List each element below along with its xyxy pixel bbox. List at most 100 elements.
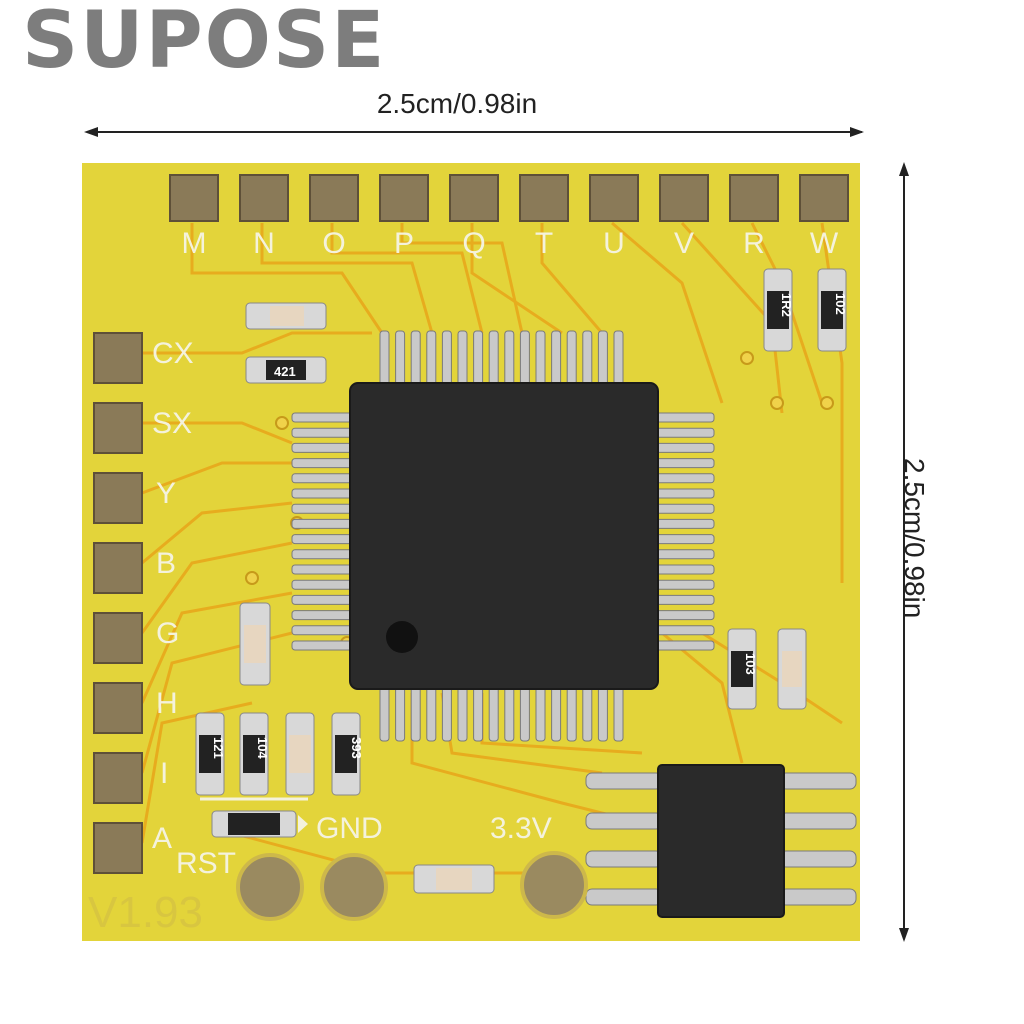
chip-pin-bottom xyxy=(519,686,530,742)
pad-label-w: W xyxy=(810,227,839,260)
chip-pin-left xyxy=(291,518,353,529)
chip-pin-left xyxy=(291,610,353,621)
pad-label-cx: CX xyxy=(152,337,194,370)
chip-pin-right xyxy=(655,518,715,529)
resistor-code-102: 102 xyxy=(833,293,848,315)
chip-pin-bottom xyxy=(582,686,593,742)
chip-pin-right xyxy=(655,503,715,514)
resistor-code-1r2: 1R2 xyxy=(779,293,794,317)
left-pad-column xyxy=(93,332,143,874)
chip-pin-bottom xyxy=(441,686,452,742)
pad-label-i: I xyxy=(160,757,168,790)
chip-pin-right xyxy=(655,579,715,590)
chip-pin-top xyxy=(457,330,468,386)
chip-pin-bottom xyxy=(395,686,406,742)
pad-label-h: H xyxy=(156,687,178,720)
chip-pin-top xyxy=(473,330,484,386)
chip-pin-bottom xyxy=(535,686,546,742)
chip-pin-right xyxy=(655,564,715,575)
chip-pin-bottom xyxy=(597,686,608,742)
flash-memory-chip xyxy=(657,764,785,918)
chip-pin-top xyxy=(597,330,608,386)
chip-pin-top xyxy=(613,330,624,386)
smd-components: 421 1R2 102 103 121 104 393 xyxy=(195,268,848,894)
pad-label-v: V xyxy=(674,227,694,260)
chip-pin-left xyxy=(291,640,353,651)
chip-pin-left xyxy=(291,579,353,590)
chip-pin-bottom xyxy=(410,686,421,742)
chip-pin-left xyxy=(291,473,353,484)
chip-pin-top xyxy=(379,330,390,386)
chip-pin-top xyxy=(410,330,421,386)
resistor-code-104: 104 xyxy=(255,737,270,759)
chip-pin-left xyxy=(291,549,353,560)
chip-pin-left xyxy=(291,564,353,575)
chip-pin-left xyxy=(291,594,353,605)
chip-pin-left xyxy=(291,488,353,499)
rst-label: RST xyxy=(176,847,236,880)
microcontroller-chip xyxy=(349,382,659,690)
chip-pin-top xyxy=(441,330,452,386)
pad-label-b: B xyxy=(156,547,176,580)
width-dimension-arrow xyxy=(84,127,864,137)
pcb-board: M N O P Q T U V R W CX SX Y B G H I A xyxy=(82,163,860,941)
pad-label-o: O xyxy=(322,227,345,260)
chip-pin-right xyxy=(655,427,715,438)
pad-label-q: Q xyxy=(462,227,485,260)
chip-pin-right xyxy=(655,442,715,453)
chip-pin-right xyxy=(655,625,715,636)
chip-pin-left xyxy=(291,427,353,438)
pad-label-n: N xyxy=(253,227,275,260)
chip-pin-top xyxy=(426,330,437,386)
chip-pin-top xyxy=(551,330,562,386)
pad-label-g: G xyxy=(156,617,179,650)
chip-pin-bottom xyxy=(488,686,499,742)
chip-pin-left xyxy=(291,625,353,636)
chip-pin-left xyxy=(291,412,353,423)
chip-pin-right xyxy=(655,610,715,621)
gnd-label: GND xyxy=(316,812,383,845)
pad-label-u: U xyxy=(603,227,625,260)
chip-pin-right xyxy=(655,549,715,560)
chip-pin-top xyxy=(519,330,530,386)
chip-pin-bottom xyxy=(379,686,390,742)
chip-pin-right xyxy=(655,473,715,484)
pad-label-p: P xyxy=(394,227,414,260)
voltage-label: 3.3V xyxy=(490,812,552,845)
pad-label-t: T xyxy=(535,227,553,260)
width-dimension-label: 2.5cm/0.98in xyxy=(376,88,538,119)
height-dimension-arrow xyxy=(899,162,909,942)
pad-label-a: A xyxy=(152,822,172,855)
chip-pin-right xyxy=(655,534,715,545)
resistor-code-103: 103 xyxy=(743,653,758,675)
pad-label-y: Y xyxy=(156,477,176,510)
version-label: V1.93 xyxy=(88,888,203,937)
chip-pin-left xyxy=(291,458,353,469)
chip-pin-left xyxy=(291,534,353,545)
chip-pin-right xyxy=(655,594,715,605)
chip-pin-top xyxy=(582,330,593,386)
chip-pin-top xyxy=(488,330,499,386)
pad-label-m: M xyxy=(182,227,207,260)
top-pad-row xyxy=(169,174,849,222)
chip-pin-top xyxy=(566,330,577,386)
chip-pin-bottom xyxy=(551,686,562,742)
chip-pin-top xyxy=(504,330,515,386)
chip-pin-right xyxy=(655,488,715,499)
chip-pin-left xyxy=(291,503,353,514)
soic-pins xyxy=(585,772,857,906)
chip-pin-right xyxy=(655,458,715,469)
chip-pin-bottom xyxy=(426,686,437,742)
chip-pin-right xyxy=(655,412,715,423)
chip-pin-top xyxy=(535,330,546,386)
chip-pin-right xyxy=(655,640,715,651)
chip-pin1-marker xyxy=(386,621,418,653)
chip-pin-bottom xyxy=(613,686,624,742)
pad-label-sx: SX xyxy=(152,407,192,440)
chip-pin-bottom xyxy=(504,686,515,742)
resistor-code-421: 421 xyxy=(274,364,296,379)
solder-points xyxy=(236,851,588,921)
resistor-code-121: 121 xyxy=(211,737,226,759)
pad-label-r: R xyxy=(743,227,765,260)
chip-pin-left xyxy=(291,442,353,453)
